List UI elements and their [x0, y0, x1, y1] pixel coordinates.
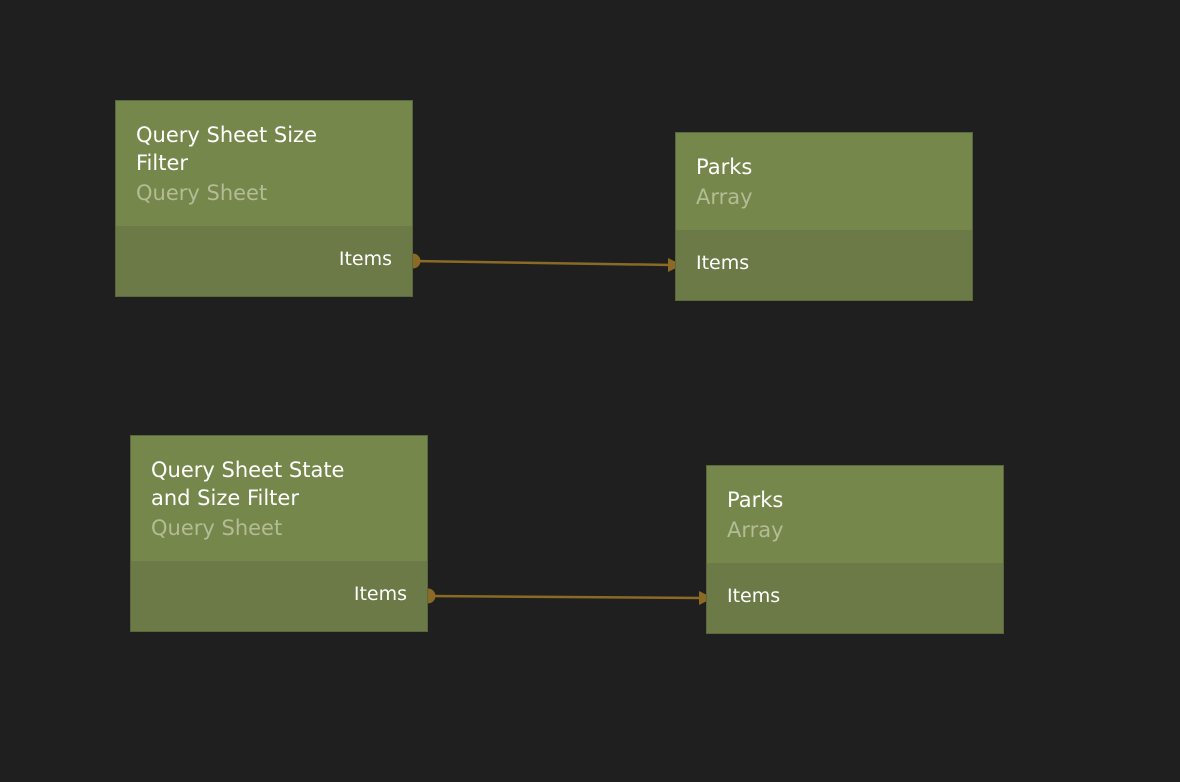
output-port-label: Items [338, 248, 392, 270]
output-port-row[interactable]: Items [131, 561, 427, 631]
node-title: Query Sheet Size Filter [136, 123, 317, 175]
input-port-row[interactable]: Items [676, 230, 972, 300]
connection-size-filter-to-parks-top[interactable] [405, 253, 683, 273]
output-port-label: Items [353, 583, 407, 605]
input-port-row[interactable]: Items [707, 563, 1003, 633]
node-title: Parks [696, 155, 753, 179]
node-query-sheet-state-and-size-filter[interactable]: Query Sheet State and Size Filter Query … [130, 435, 428, 632]
node-subtitle: Query Sheet [151, 516, 283, 540]
node-subtitle: Query Sheet [136, 181, 268, 205]
output-port-row[interactable]: Items [116, 226, 412, 296]
node-title: Query Sheet State and Size Filter [151, 458, 345, 510]
node-subtitle: Array [727, 518, 784, 542]
node-parks-array-bottom[interactable]: Parks Array Items [706, 465, 1004, 634]
node-parks-array-top[interactable]: Parks Array Items [675, 132, 973, 301]
node-header[interactable]: Parks Array [676, 133, 972, 230]
node-title: Parks [727, 488, 784, 512]
node-query-sheet-size-filter[interactable]: Query Sheet Size Filter Query Sheet Item… [115, 100, 413, 297]
input-port-label: Items [727, 585, 781, 607]
node-header[interactable]: Parks Array [707, 466, 1003, 563]
connection-state-size-filter-to-parks-bottom[interactable] [420, 588, 714, 606]
connection-wire[interactable] [427, 594, 704, 600]
node-header[interactable]: Query Sheet State and Size Filter Query … [131, 436, 427, 561]
node-subtitle: Array [696, 185, 753, 209]
connection-wire[interactable] [412, 259, 673, 267]
input-port-label: Items [696, 252, 750, 274]
node-header[interactable]: Query Sheet Size Filter Query Sheet [116, 101, 412, 226]
